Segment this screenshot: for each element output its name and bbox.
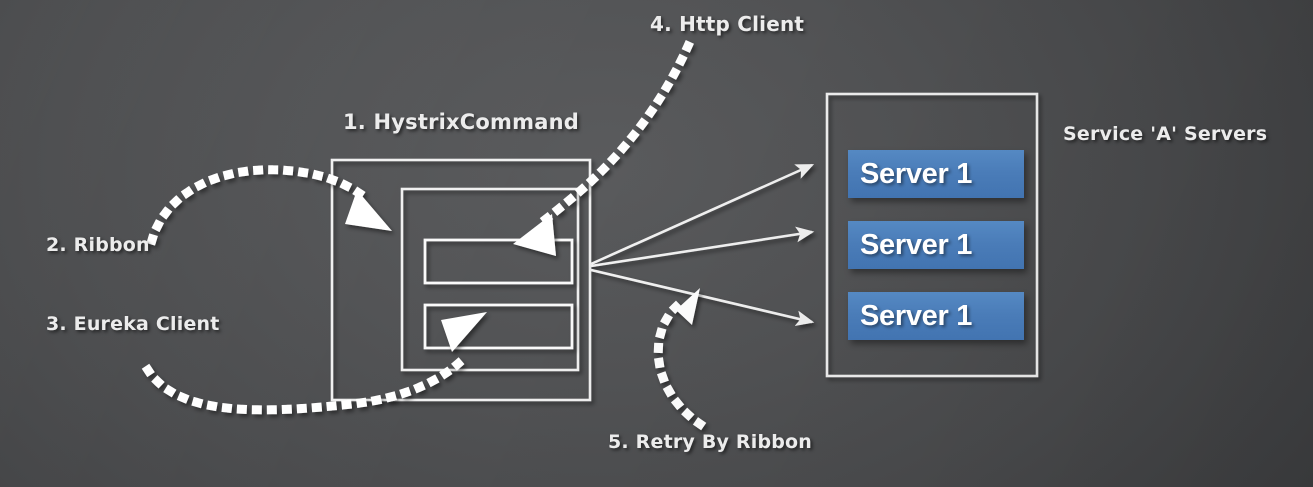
server-container-box <box>825 92 1039 378</box>
server-box[interactable]: Server 1 <box>848 150 1024 198</box>
label-retry-by-ribbon: 5. Retry By Ribbon <box>608 431 813 453</box>
eureka-arrow <box>141 312 487 415</box>
hystrix-inner-box <box>400 187 580 372</box>
lb-arrow-2 <box>590 226 815 268</box>
server-box[interactable]: Server 1 <box>848 221 1024 269</box>
lb-arrow-3 <box>590 268 815 327</box>
hystrix-slot-bottom <box>423 303 574 350</box>
http-arrow <box>513 40 694 256</box>
hystrix-outer-box <box>330 158 592 402</box>
server-label: Server 1 <box>860 228 973 261</box>
retry-arrow <box>653 288 707 431</box>
label-service-a-servers: Service 'A' Servers <box>1063 123 1268 145</box>
server-label: Server 1 <box>860 157 973 190</box>
label-ribbon: 2. Ribbon <box>46 234 150 256</box>
server-box[interactable]: Server 1 <box>848 292 1024 340</box>
lb-arrow-1 <box>590 163 815 266</box>
ribbon-arrow <box>146 165 392 246</box>
server-label: Server 1 <box>860 299 973 332</box>
label-eureka-client: 3. Eureka Client <box>46 313 220 335</box>
label-hystrix-command: 1. HystrixCommand <box>343 110 579 134</box>
hystrix-slot-top <box>423 238 574 285</box>
load-balance-arrows <box>590 163 815 327</box>
label-http-client: 4. Http Client <box>650 12 805 36</box>
